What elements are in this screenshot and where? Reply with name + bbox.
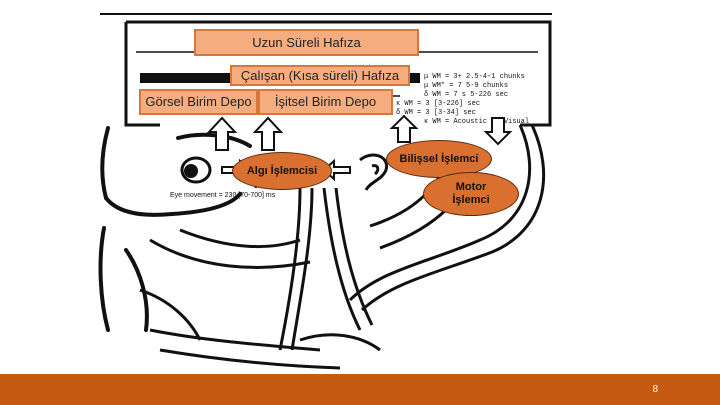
head-outline: [98, 126, 261, 332]
svg-text:μ WM = 3+ 2.5-4-1 chunks: μ WM = 3+ 2.5-4-1 chunks: [424, 73, 525, 81]
svg-text:κ WM = 3 [3-226] sec: κ WM = 3 [3-226] sec: [396, 100, 480, 108]
visual-store-box: Görsel Birim Depo: [139, 89, 258, 115]
eye-caption: Eye movement = 230 [70-700] ms: [170, 192, 276, 199]
arrow-cognitive-up: [389, 114, 419, 143]
perceptual-processor: Algı İşlemcisi: [232, 152, 332, 190]
long-term-memory-box: Uzun Süreli Hafıza: [194, 29, 419, 56]
working-memory-box: Çalışan (Kısa süreli) Hafıza: [230, 65, 410, 86]
svg-text:δ WM = 7 s 5-226 sec: δ WM = 7 s 5-226 sec: [424, 91, 508, 99]
page-number: 8: [652, 384, 658, 395]
svg-text:κ WM = Acoustic or Visual: κ WM = Acoustic or Visual: [424, 118, 529, 126]
svg-text:δ WM = 3 [3-34] sec: δ WM = 3 [3-34] sec: [396, 109, 476, 117]
motor-processor-line2: İşlemci: [452, 194, 490, 206]
footer-bar: [0, 374, 720, 405]
arrow-cognitive-down: [483, 117, 513, 146]
svg-text:μ WM* = 7 5-9 chunks: μ WM* = 7 5-9 chunks: [424, 82, 508, 90]
hand-outline: [139, 288, 381, 370]
auditory-store-box: İşitsel Birim Depo: [258, 89, 393, 115]
eye-icon: [180, 156, 212, 184]
arrow-to-visual-store: [206, 116, 238, 151]
memory-frame: [124, 20, 552, 127]
cognitive-processor: Bilişsel İşlemci: [386, 140, 492, 178]
parameter-table: μ WM = 3+ 2.5-4-1 chunks μ WM* = 7 5-9 c…: [396, 73, 529, 126]
motor-processor-line1: Motor: [455, 181, 487, 193]
arrow-to-auditory-store: [252, 116, 284, 151]
ear-icon: [359, 153, 389, 191]
motor-processor: Motor İşlemci: [423, 172, 519, 216]
